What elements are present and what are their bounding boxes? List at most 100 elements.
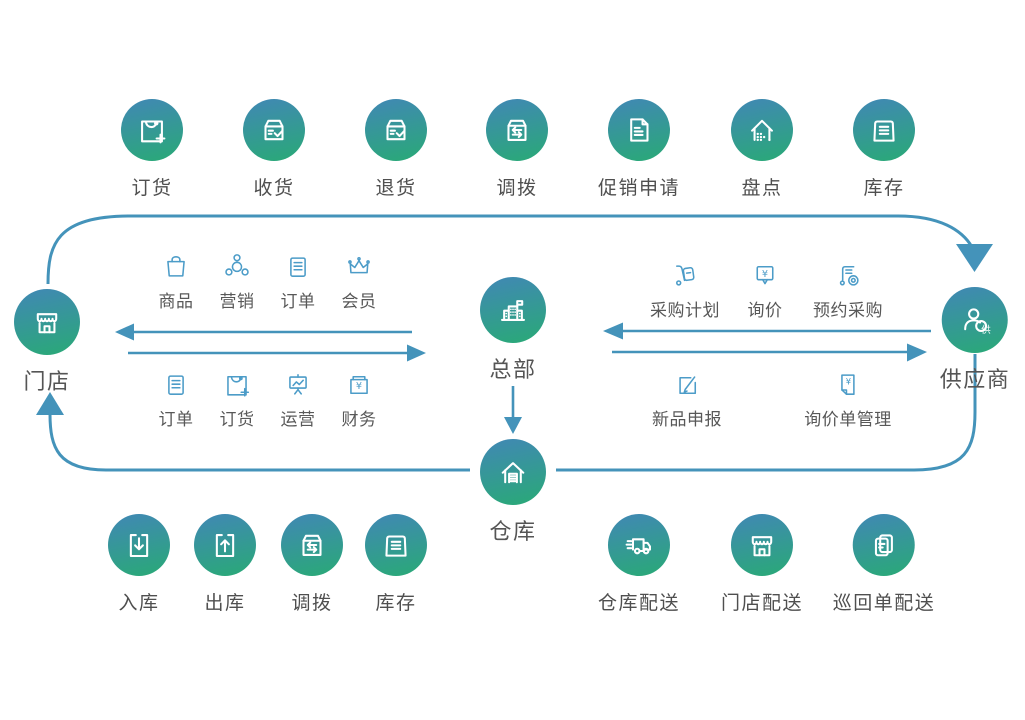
feature-label: 营销 (219, 292, 255, 311)
loop-top-line (46, 214, 974, 285)
cart-clock-icon (833, 260, 864, 291)
pencil-square-icon (672, 369, 703, 400)
gradient-circle (281, 514, 343, 576)
feature-label: 询价单管理 (804, 410, 892, 429)
node-label: 盘点 (741, 178, 783, 199)
node-label: 总部 (489, 357, 537, 382)
node-label: 库存 (863, 178, 905, 199)
storefront-icon (745, 528, 779, 562)
node-label: 调拨 (291, 593, 333, 614)
feature-label: 订货 (219, 410, 255, 429)
box-arrow-up-icon (208, 528, 242, 562)
feature-order-goods: 订货 (220, 369, 255, 430)
bottom-node-patrol-delivery: 巡回单配送 (833, 514, 936, 615)
gradient-circle (731, 99, 793, 161)
node-label: 仓库配送 (597, 593, 681, 614)
node-label: 仓库 (489, 519, 537, 544)
top-node-promotion-request: 促销申请 (598, 99, 680, 200)
loop-top-arrowhead (956, 244, 993, 272)
bottom-node-inbound: 入库 (108, 514, 170, 615)
feature-member: 会员 (342, 251, 377, 312)
store-to-hq-arrowhead (407, 344, 426, 362)
shopping-bag-icon (161, 251, 192, 282)
feature-label: 订单 (158, 410, 194, 429)
node-label: 促销申请 (597, 178, 681, 199)
node-store: 门店 (14, 289, 80, 396)
node-supplier: 供 供应商 (940, 287, 1011, 394)
chart-board-icon (283, 369, 314, 400)
feature-label: 商品 (158, 292, 194, 311)
feature-label: 会员 (341, 292, 377, 311)
top-node-transfer: 调拨 (486, 99, 548, 200)
node-label: 订货 (131, 178, 173, 199)
feature-label: 预约采购 (813, 301, 883, 320)
top-node-return-goods: 退货 (365, 99, 427, 200)
bag-plus-icon (222, 369, 253, 400)
top-node-stocktake: 盘点 (731, 99, 793, 200)
node-label: 收货 (253, 178, 295, 199)
circles-cluster-icon (222, 251, 253, 282)
gradient-circle (607, 514, 670, 576)
feature-inquiry-doc-management: 询价单管理 (804, 369, 892, 430)
gradient-circle: 供 (941, 287, 1008, 353)
box-lines-icon (867, 113, 901, 147)
loop-bottom-arrowhead (36, 392, 64, 415)
box-arrow-down-icon (122, 528, 156, 562)
gradient-circle (121, 99, 183, 161)
loop-bottom-right-line (556, 354, 977, 472)
feature-order-2: 订单 (159, 369, 194, 430)
hq-warehouse-arrowhead (504, 417, 522, 434)
document-yen-icon (833, 369, 864, 400)
top-node-order-goods: 订货 (121, 99, 183, 200)
feature-reserved-purchase: 预约采购 (813, 260, 883, 321)
feature-finance: 财务 (342, 369, 377, 430)
cash-box-icon (344, 369, 375, 400)
feature-new-product-declare: 新品申报 (652, 369, 722, 430)
node-headquarters: 总部 (480, 277, 546, 384)
node-label: 巡回单配送 (832, 593, 936, 614)
node-label: 门店配送 (720, 593, 804, 614)
crown-icon (344, 251, 375, 282)
box-check-icon (379, 113, 413, 147)
box-swap-icon (500, 113, 534, 147)
node-warehouse: 仓库 (480, 439, 546, 546)
feature-label: 订单 (280, 292, 316, 311)
top-node-inventory: 库存 (853, 99, 915, 200)
speech-yen-icon (750, 260, 781, 291)
bag-plus-icon (135, 113, 169, 147)
gradient-circle (480, 439, 546, 505)
gradient-circle (486, 99, 548, 161)
top-node-receive-goods: 收货 (243, 99, 305, 200)
feature-label: 运营 (280, 410, 316, 429)
box-lines-icon (379, 528, 413, 562)
delivery-truck-icon (622, 528, 656, 562)
feature-product: 商品 (159, 251, 194, 312)
gradient-circle (243, 99, 305, 161)
node-label: 供应商 (939, 367, 1011, 392)
feature-operations: 运营 (281, 369, 316, 430)
supplier-person-icon (958, 303, 992, 337)
node-label: 调拨 (496, 178, 538, 199)
bottom-node-outbound: 出库 (194, 514, 256, 615)
gradient-circle (852, 514, 915, 576)
node-label: 门店 (23, 369, 71, 394)
feature-purchase-plan: 采购计划 (650, 260, 720, 321)
docs-stack-icon (867, 528, 901, 562)
gradient-circle (365, 99, 427, 161)
gradient-circle (853, 99, 915, 161)
loop-bottom-left-line (48, 413, 470, 472)
bottom-node-warehouse-delivery: 仓库配送 (598, 514, 680, 615)
gradient-circle (480, 277, 546, 343)
hq-to-store-arrowhead (115, 323, 134, 341)
node-label: 库存 (375, 593, 417, 614)
house-grid-icon (745, 113, 779, 147)
supplier-to-hq-arrowhead (603, 322, 623, 340)
box-swap-icon (295, 528, 329, 562)
feature-label: 财务 (341, 410, 377, 429)
gradient-circle (730, 514, 793, 576)
document-lines-icon (622, 113, 656, 147)
building-flag-icon (496, 293, 530, 327)
gradient-circle (14, 289, 80, 355)
